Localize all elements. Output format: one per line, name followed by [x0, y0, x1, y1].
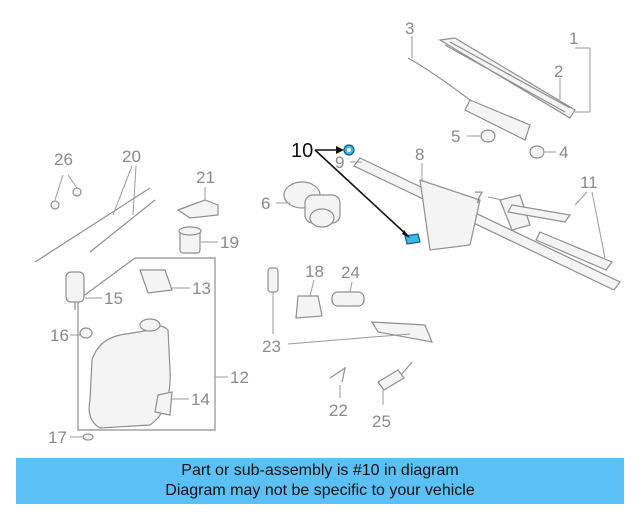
- banner-line-2: Diagram may not be specific to your vehi…: [165, 482, 475, 499]
- wiper-motor-part: [283, 181, 341, 228]
- callout-14[interactable]: 14: [191, 390, 210, 409]
- wiper-arm-part: [464, 99, 531, 141]
- callout-15[interactable]: 15: [104, 289, 123, 308]
- callout-9[interactable]: 9: [335, 153, 344, 172]
- callout-1[interactable]: 1: [569, 29, 578, 48]
- banner-line-1: Part or sub-assembly is #10 in diagram: [181, 462, 459, 479]
- callout-16[interactable]: 16: [50, 326, 69, 345]
- reservoir-cap-part: [139, 269, 173, 294]
- callout-25[interactable]: 25: [372, 412, 391, 431]
- callout-21[interactable]: 21: [196, 168, 215, 187]
- callout-19[interactable]: 19: [220, 233, 239, 252]
- bracket-part: [295, 295, 323, 319]
- hood-strut-part: [34, 187, 156, 263]
- callout-17[interactable]: 17: [48, 428, 67, 447]
- callout-13[interactable]: 13: [192, 279, 211, 298]
- callout-20[interactable]: 20: [122, 147, 141, 166]
- callout-5[interactable]: 5: [451, 127, 460, 146]
- washer-reservoir-part: [88, 318, 171, 429]
- callout-8[interactable]: 8: [415, 145, 424, 164]
- sensor-part: [267, 267, 433, 343]
- callout-7[interactable]: 7: [474, 188, 483, 207]
- washer-hose-part: [154, 391, 173, 416]
- parts-diagram: 1 2 3 4 5 6 7 8 9 10 11: [34, 19, 621, 447]
- washer-cap-part: [178, 226, 202, 254]
- callout-26[interactable]: 26: [54, 150, 73, 169]
- callout-4[interactable]: 4: [559, 143, 568, 162]
- info-banner: Part or sub-assembly is #10 in diagram D…: [16, 458, 624, 504]
- callout-6[interactable]: 6: [261, 194, 270, 213]
- callout-3[interactable]: 3: [405, 19, 414, 38]
- hose-connector-part: [176, 199, 219, 219]
- callout-11[interactable]: 11: [580, 173, 598, 192]
- o-ring-part: [82, 433, 94, 441]
- callout-22[interactable]: 22: [329, 401, 348, 420]
- wiper-linkage-part: [353, 157, 621, 291]
- callout-18[interactable]: 18: [305, 262, 324, 281]
- callout-2[interactable]: 2: [554, 62, 563, 81]
- washer-pump-part: [65, 271, 85, 310]
- nut-part: [480, 129, 545, 159]
- switch-part: [331, 291, 365, 307]
- clip-part: [329, 366, 346, 383]
- grommet-part: [79, 327, 93, 339]
- callout-10[interactable]: 10: [291, 140, 313, 162]
- callout-24[interactable]: 24: [341, 263, 360, 282]
- callout-23[interactable]: 23: [262, 337, 281, 356]
- nozzle-part: [377, 361, 413, 391]
- callout-12[interactable]: 12: [230, 368, 249, 387]
- highlighted-nut-part-10[interactable]: [343, 144, 421, 245]
